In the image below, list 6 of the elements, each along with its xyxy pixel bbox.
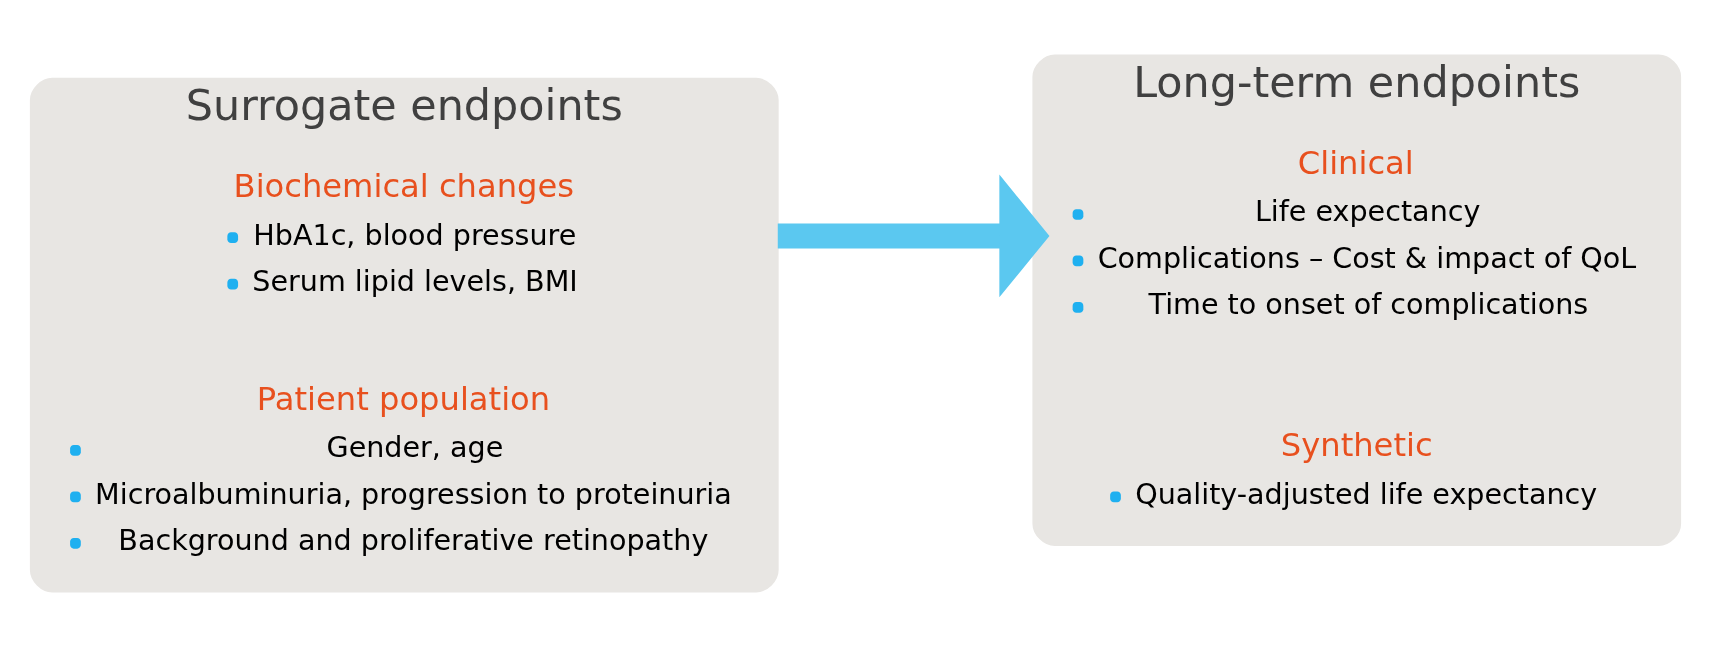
node-label: Quality-adjusted life expectancy [1135, 476, 1598, 511]
node-text: Biochemical changes HbA1c, blood pressure Serum lipid levels, BMI [233, 167, 578, 298]
node-text: Clinical Life expectancy Complications – Cost & impact of QoL Time to onset of complications [1097, 144, 1637, 322]
node-text: Patient population Gender, age Microalbuminuria, progression to proteinuria Background and proliferative retinopathy [95, 379, 732, 558]
node-label: Synthetic [1280, 426, 1433, 465]
arrow [777, 174, 1050, 298]
